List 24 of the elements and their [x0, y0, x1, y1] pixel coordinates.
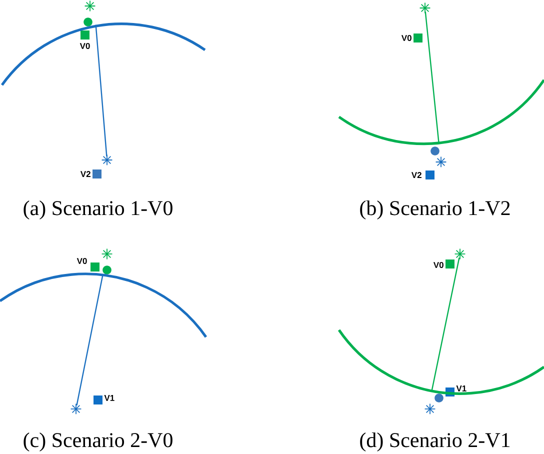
arc [338, 329, 544, 395]
subfigure-caption: (c) Scenario 2-V0 [24, 432, 172, 452]
star-marker [70, 403, 82, 415]
connecting-line [76, 274, 104, 406]
arc [1, 22, 206, 86]
subfigure-caption: (d) Scenario 2-V1 [360, 432, 510, 452]
arc [338, 79, 544, 146]
point-label: V0 [433, 262, 444, 268]
point-label: V1 [104, 395, 114, 401]
connecting-line [95, 24, 108, 156]
arc [0, 272, 208, 338]
point-label: V1 [456, 386, 466, 392]
point-label: V0 [76, 258, 87, 264]
star-marker [419, 2, 431, 14]
star-marker [101, 154, 113, 166]
subfigure-caption: (b) Scenario 1-V2 [360, 200, 510, 220]
point-label: V0 [401, 35, 412, 41]
point-label: V2 [411, 172, 422, 178]
connecting-line [424, 12, 440, 143]
point-label: V0 [80, 42, 90, 49]
subfigure-caption: (a) Scenario 1-V0 [24, 200, 172, 220]
point-label: V2 [80, 171, 90, 177]
connecting-line [431, 257, 460, 391]
star-marker [454, 248, 466, 260]
